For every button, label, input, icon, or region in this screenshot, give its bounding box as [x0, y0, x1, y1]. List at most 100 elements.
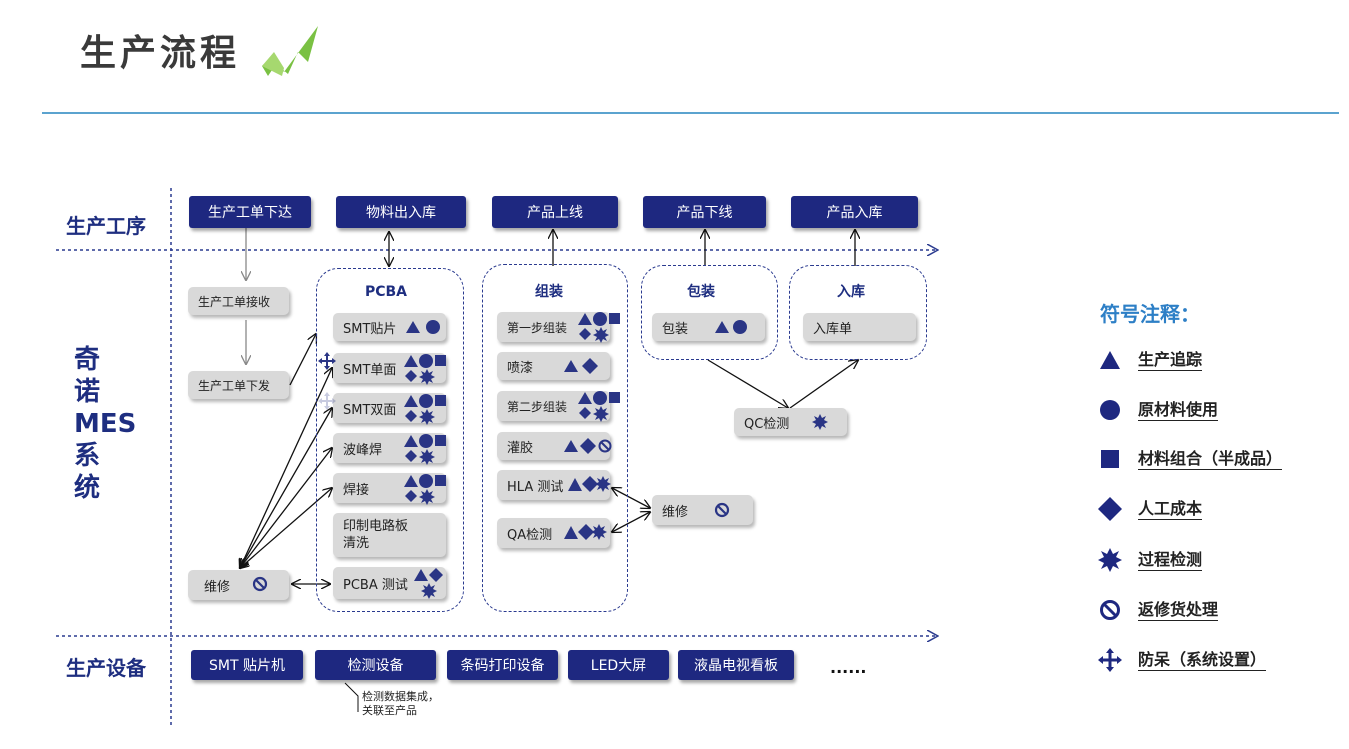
- legend-label: 人工成本: [1138, 498, 1203, 520]
- equipment-lcd-board[interactable]: 液晶电视看板: [678, 650, 794, 680]
- card-work-order-dispatch[interactable]: 生产工单下发: [188, 371, 289, 399]
- square-icon: [1098, 447, 1122, 471]
- equipment-note-line: 检测数据集成，: [362, 690, 439, 703]
- card-label: 第一步组装: [507, 320, 568, 335]
- legend-label: 生产追踪: [1138, 349, 1203, 371]
- card-qc-check[interactable]: QC检测: [734, 408, 847, 436]
- legend-item: 返修货处理: [1098, 598, 1219, 622]
- step-product-storage[interactable]: 产品入库: [791, 196, 918, 228]
- title-divider: [42, 112, 1339, 114]
- symbol-group: [403, 353, 447, 385]
- prohibit-icon: [1098, 598, 1122, 622]
- card-qa-check[interactable]: QA检测: [497, 518, 610, 548]
- system-label: 奇 诺 MES 系 统: [74, 344, 137, 504]
- card-label: QA检测: [507, 527, 553, 543]
- system-label-line: 奇: [74, 345, 101, 375]
- equipment-more: ......: [830, 658, 867, 677]
- card-packaging[interactable]: 包装: [652, 313, 765, 341]
- card-repair-left[interactable]: 维修: [188, 570, 289, 600]
- star-icon: [1098, 548, 1122, 572]
- step-product-online[interactable]: 产品上线: [492, 196, 618, 228]
- legend-item: 材料组合（半成品）: [1098, 447, 1283, 471]
- legend-item: 人工成本: [1098, 497, 1203, 521]
- star-icon: [812, 414, 828, 430]
- system-label-line: 系: [74, 441, 101, 471]
- card-label: PCBA 测试: [343, 577, 408, 593]
- section-process-label: 生产工序: [66, 214, 146, 238]
- symbol-group: [403, 433, 447, 465]
- group-assembly-title: 组装: [535, 284, 563, 300]
- card-smt-double[interactable]: SMT双面: [333, 393, 447, 425]
- card-assembly-step1[interactable]: 第一步组装: [497, 312, 620, 343]
- card-label: 生产工单接收: [198, 294, 271, 309]
- group-storage: [789, 265, 927, 360]
- card-smt-placement[interactable]: SMT贴片: [333, 313, 446, 341]
- card-label: SMT单面: [343, 362, 397, 378]
- equipment-smt-machine[interactable]: SMT 贴片机: [191, 650, 303, 680]
- symbol-group: [577, 390, 621, 422]
- legend-item: 原材料使用: [1098, 398, 1219, 422]
- card-label: SMT贴片: [343, 321, 397, 337]
- card-label: SMT双面: [343, 402, 397, 418]
- card-label: 入库单: [813, 321, 853, 337]
- card-label: 生产工单下发: [198, 378, 271, 393]
- card-label: 灌胶: [507, 440, 534, 456]
- card-storage-order[interactable]: 入库单: [803, 313, 916, 341]
- symbol-group: [413, 567, 445, 599]
- card-wave-soldering[interactable]: 波峰焊: [333, 433, 447, 465]
- equipment-note-line: 关联至产品: [362, 704, 417, 717]
- symbol-group: [563, 524, 607, 542]
- card-smt-single[interactable]: SMT单面: [333, 353, 447, 385]
- legend-label: 材料组合（半成品）: [1138, 448, 1283, 470]
- card-pcba-test[interactable]: PCBA 测试: [333, 567, 446, 599]
- step-product-offline[interactable]: 产品下线: [643, 196, 766, 228]
- diamond-icon: [1098, 497, 1122, 521]
- card-repair-right[interactable]: 维修: [652, 495, 753, 525]
- legend-label: 过程检测: [1138, 549, 1203, 571]
- card-work-order-receive[interactable]: 生产工单接收: [188, 287, 289, 315]
- card-assembly-step2[interactable]: 第二步组装: [497, 391, 620, 422]
- symbol-group: [405, 319, 441, 335]
- symbol-group: [403, 393, 447, 425]
- card-label: HLA 测试: [507, 479, 564, 495]
- card-label: 第二步组装: [507, 399, 568, 414]
- triangle-icon: [1098, 348, 1122, 372]
- page-title: 生产流程: [80, 33, 241, 74]
- group-pcba-title: PCBA: [364, 284, 408, 300]
- group-packaging-title: 包装: [687, 284, 715, 300]
- circle-icon: [1098, 398, 1122, 422]
- section-equipment-label: 生产设备: [66, 656, 146, 680]
- card-welding[interactable]: 焊接: [333, 473, 447, 505]
- group-packaging: [641, 265, 778, 360]
- system-label-line: 统: [74, 473, 101, 503]
- symbol-group: [714, 319, 748, 335]
- symbol-group: [563, 438, 613, 454]
- legend-label: 原材料使用: [1138, 399, 1219, 421]
- card-label: 维修: [662, 504, 689, 520]
- symbol-group: [403, 473, 447, 505]
- step-material-inout[interactable]: 物料出入库: [336, 196, 466, 228]
- equipment-barcode-printer[interactable]: 条码打印设备: [447, 650, 558, 680]
- card-painting[interactable]: 喷漆: [497, 352, 610, 380]
- card-pcb-cleaning[interactable]: 印制电路板 清洗: [333, 513, 446, 557]
- logo-mark: [262, 26, 318, 76]
- legend-label: 防呆（系统设置）: [1138, 649, 1267, 671]
- system-label-line: 诺: [74, 377, 101, 407]
- group-assembly: [482, 264, 628, 612]
- step-work-order-issue[interactable]: 生产工单下达: [189, 196, 311, 228]
- card-label: 焊接: [343, 482, 370, 498]
- card-label: 喷漆: [507, 360, 534, 376]
- cross-arrows-icon: [318, 352, 336, 370]
- card-hla-test[interactable]: HLA 测试: [497, 470, 611, 500]
- card-label: 维修: [204, 579, 231, 595]
- equipment-inspection[interactable]: 检测设备: [315, 650, 436, 680]
- card-potting[interactable]: 灌胶: [497, 432, 613, 460]
- legend-item: 生产追踪: [1098, 348, 1203, 372]
- legend-item: 防呆（系统设置）: [1098, 648, 1267, 672]
- symbol-group: [563, 358, 599, 374]
- equipment-led-screen[interactable]: LED大屏: [568, 650, 669, 680]
- card-label: QC检测: [744, 416, 790, 432]
- system-label-line: MES: [74, 409, 137, 439]
- group-pcba: [316, 268, 464, 612]
